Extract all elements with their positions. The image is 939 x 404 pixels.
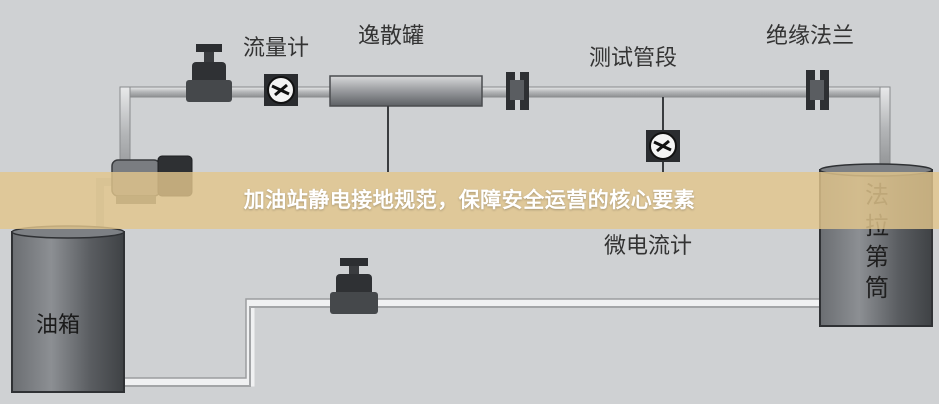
- lower-pipeline: [125, 298, 820, 387]
- dissipation-tank-label: 逸散罐: [358, 24, 425, 49]
- oil-tank: [11, 225, 125, 393]
- upper-pipeline: [119, 86, 891, 183]
- insulating-flange-label: 绝缘法兰: [766, 24, 855, 49]
- micro-current-meter-label: 微电流计: [604, 234, 693, 259]
- test-section-flanges-icon: [506, 72, 529, 110]
- dissipation-tank: [329, 75, 483, 172]
- title-banner: 加油站静电接地规范，保障安全运营的核心要素: [0, 172, 939, 229]
- insulating-flange-icon: [806, 70, 829, 110]
- test-section-label: 测试管段: [589, 46, 678, 71]
- lower-valve-icon: [330, 258, 378, 314]
- micro-current-meter-icon: [646, 97, 680, 172]
- banner-title: 加油站静电接地规范，保障安全运营的核心要素: [243, 188, 696, 212]
- oil-tank-label: 油箱: [36, 313, 81, 338]
- flowmeter-label: 流量计: [243, 36, 310, 61]
- upper-valve-icon: [186, 44, 232, 102]
- flowmeter-gauge-icon: [264, 74, 298, 106]
